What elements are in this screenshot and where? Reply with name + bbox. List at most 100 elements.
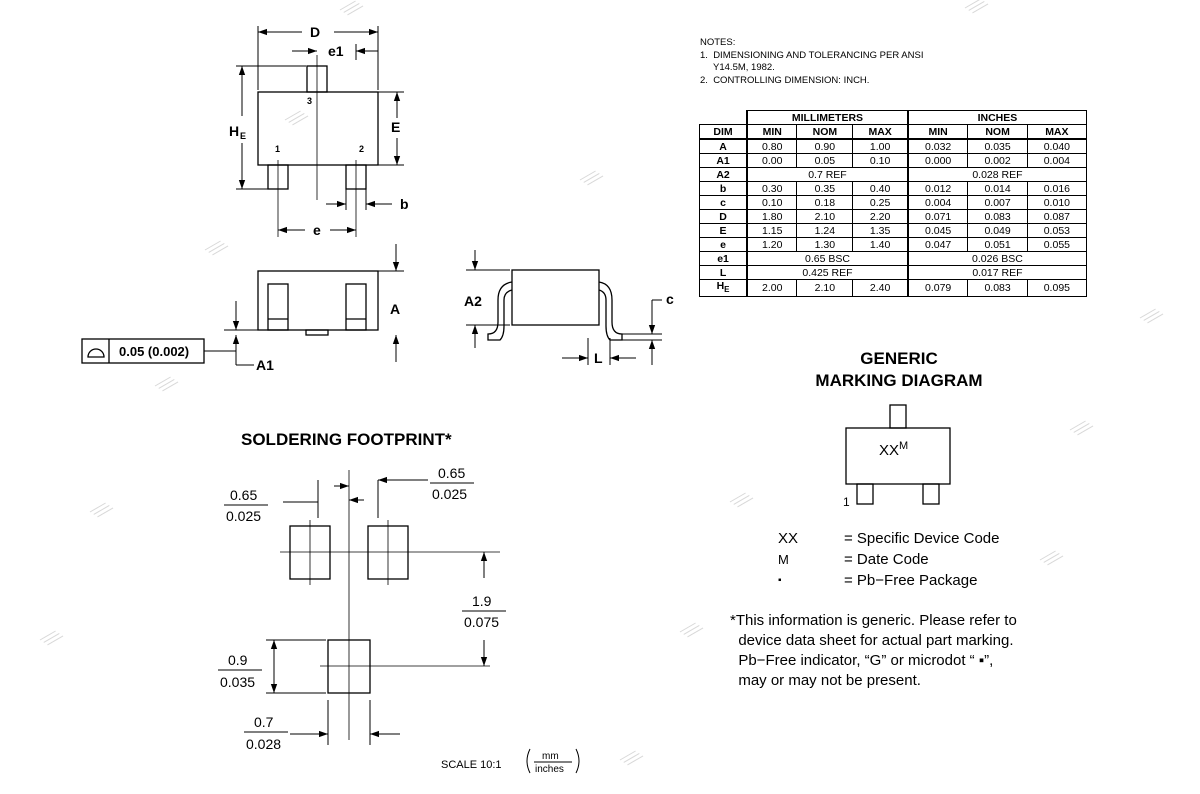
table-cell: 0.055 <box>1026 237 1088 252</box>
table-cell: 0.083 <box>967 278 1028 298</box>
table-cell: 0.65 BSC <box>746 251 909 266</box>
table-cell: 2.20 <box>852 209 909 224</box>
notes-heading: NOTES: <box>700 37 736 48</box>
marking-diagram: 1 <box>843 404 951 509</box>
table-cell: 1.20 <box>746 237 798 252</box>
table-cell: 1.24 <box>796 223 854 238</box>
footprint-dim-mm: 0.65 <box>438 465 465 481</box>
table-cell: 0.049 <box>967 223 1028 238</box>
marking-code-xx: XX <box>879 442 900 459</box>
table-cell: D <box>699 209 748 224</box>
dim-label-b: b <box>400 196 409 212</box>
dim-label-L: L <box>594 350 603 366</box>
scale-unit-mm: mm <box>542 751 559 762</box>
table-cell: 0.071 <box>906 209 969 224</box>
table-cell: 0.000 <box>906 153 969 168</box>
table-header: NOM <box>796 124 854 140</box>
table-header: MIN <box>906 124 969 140</box>
footnote-line: Pb−Free indicator, “G” or microdot “ ▪”, <box>730 652 994 669</box>
scale-unit-inches: inches <box>535 764 564 775</box>
dimension-table: MILLIMETERS INCHES DIM MIN NOM MAX MIN N… <box>699 110 1088 298</box>
footnote-line: device data sheet for actual part markin… <box>730 632 1014 649</box>
flatness-icon <box>87 348 105 358</box>
legend-text: = Date Code <box>844 551 929 568</box>
marking-title-2: MARKING DIAGRAM <box>815 371 983 390</box>
legend-key: XX <box>778 530 799 547</box>
table-cell: 1.15 <box>746 223 798 238</box>
table-cell: 0.087 <box>1026 209 1088 224</box>
dim-label-D: D <box>310 24 320 40</box>
table-header: MAX <box>1026 124 1088 140</box>
marking-pin1-label: 1 <box>843 495 850 509</box>
table-header: NOM <box>967 124 1028 140</box>
legend-row: ▪ = Pb−Free Package <box>778 570 1000 591</box>
legend-key: M <box>778 552 789 567</box>
table-cell: A2 <box>699 167 748 182</box>
dim-label-c: c <box>666 291 674 307</box>
legend-text: = Pb−Free Package <box>844 572 978 589</box>
marking-title-1: GENERIC <box>860 349 938 368</box>
tolerance-value: 0.05 (0.002) <box>119 344 189 359</box>
dim-label-A: A <box>390 301 400 317</box>
footnote-line: may or may not be present. <box>730 672 921 689</box>
legend-row: M = Date Code <box>778 549 1000 570</box>
footprint-dim-in: 0.035 <box>220 674 255 690</box>
legend-key: ▪ <box>778 575 782 586</box>
table-cell: 0.040 <box>1026 138 1088 154</box>
marking-legend: XX= Specific Device Code M= Date Code ▪=… <box>778 528 1000 591</box>
note-line: Y14.5M, 1982. <box>700 62 775 73</box>
table-cell: 0.004 <box>906 195 969 210</box>
dim-label-E: E <box>391 119 400 135</box>
table-cell: 0.80 <box>746 138 798 154</box>
notes-block: NOTES: 1. DIMENSIONING AND TOLERANCING P… <box>700 37 923 87</box>
table-cell: 0.028 REF <box>906 167 1087 182</box>
table-cell: 0.053 <box>1026 223 1088 238</box>
dim-label-HE-sub: E <box>240 131 246 141</box>
top-view: D e1 H E E b e 3 1 2 <box>229 24 409 238</box>
table-cell: 0.10 <box>746 195 798 210</box>
table-cell: 0.40 <box>852 181 909 196</box>
table-cell: 2.10 <box>796 209 854 224</box>
table-cell: 0.026 BSC <box>906 251 1087 266</box>
dim-label-HE: H <box>229 123 239 139</box>
marking-code-m: M <box>899 440 909 452</box>
table-cell: 0.095 <box>1026 278 1088 298</box>
dim-label-A1: A1 <box>256 357 274 373</box>
footprint-dim-mm: 1.9 <box>472 593 492 609</box>
watermark-marks <box>39 0 1164 766</box>
footprint-dim-in: 0.025 <box>432 486 467 502</box>
footprint-dim-in: 0.075 <box>464 614 499 630</box>
table-cell: 0.047 <box>906 237 969 252</box>
scale-label: SCALE 10:1 <box>441 759 502 771</box>
table-cell: 0.010 <box>1026 195 1088 210</box>
table-cell: 2.00 <box>746 278 798 298</box>
table-cell: 0.016 <box>1026 181 1088 196</box>
table-cell: 0.079 <box>906 278 969 298</box>
table-cell: 0.032 <box>906 138 969 154</box>
table-cell: E <box>699 223 748 238</box>
table-cell: 0.002 <box>967 153 1028 168</box>
table-cell: e <box>699 237 748 252</box>
table-cell: 0.18 <box>796 195 854 210</box>
table-cell: 0.051 <box>967 237 1028 252</box>
table-cell: 0.00 <box>746 153 798 168</box>
front-view: A A1 0.05 (0.002) <box>81 244 404 373</box>
table-cell: 0.05 <box>796 153 854 168</box>
table-cell: L <box>699 265 748 280</box>
table-cell: 0.014 <box>967 181 1028 196</box>
table-cell: 0.045 <box>906 223 969 238</box>
pin-1-label: 1 <box>275 144 280 154</box>
footprint-dim-mm: 0.65 <box>230 487 257 503</box>
table-cell: 1.35 <box>852 223 909 238</box>
marking-footnote: *This information is generic. Please ref… <box>730 611 1060 691</box>
table-cell: 0.90 <box>796 138 854 154</box>
table-cell: e1 <box>699 251 748 266</box>
pin-3-label: 3 <box>307 96 312 106</box>
